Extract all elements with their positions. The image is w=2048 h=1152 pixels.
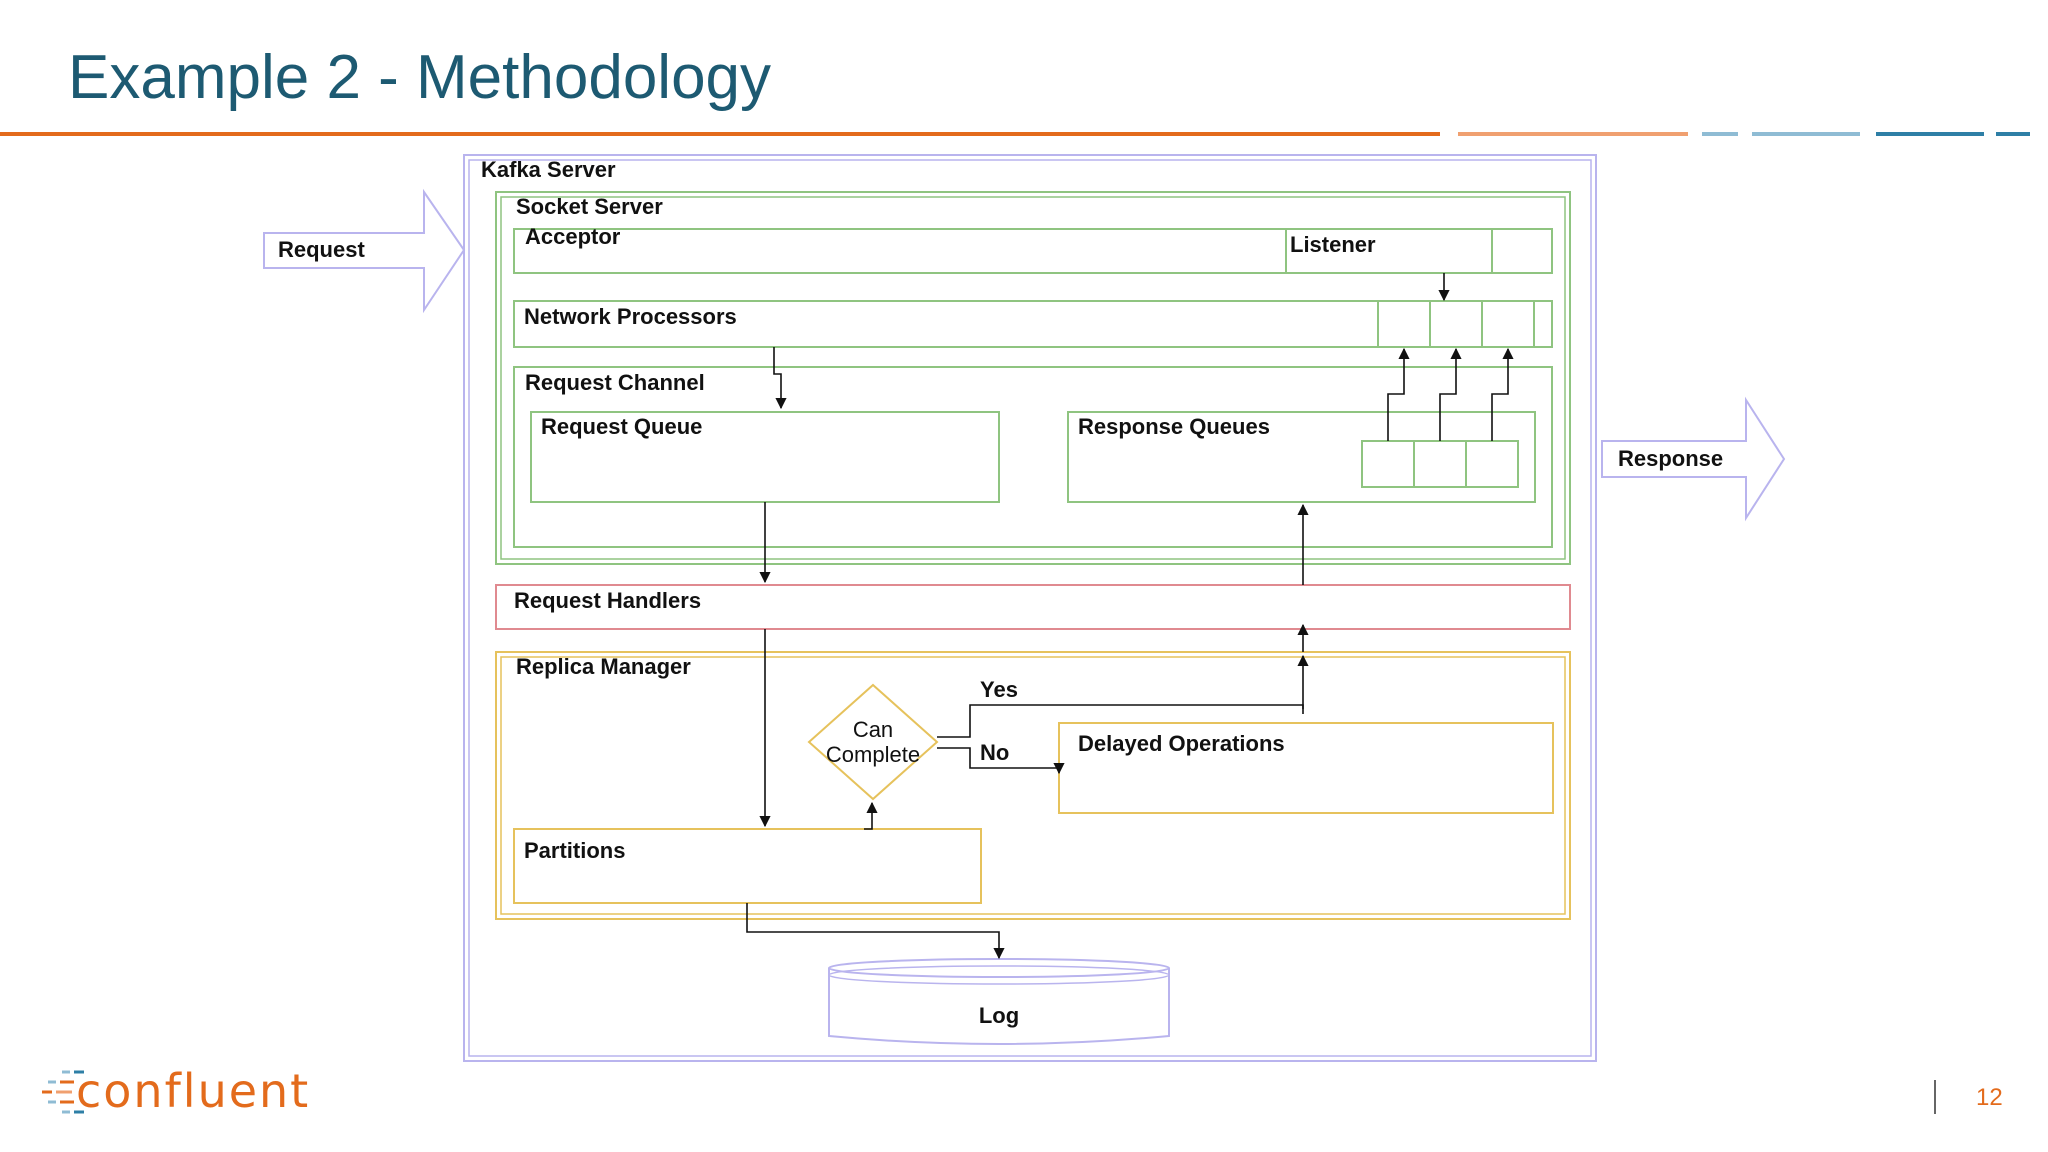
delayed-operations-box: Delayed Operations (1058, 722, 1554, 814)
socket-server-box: Socket Server (495, 191, 1571, 565)
request-handlers-label: Request Handlers (514, 588, 701, 613)
processor-cell (1429, 300, 1483, 348)
arrow-partitions-to-log (746, 903, 1005, 960)
log-cylinder: Log (828, 958, 1170, 1045)
arrow-response-to-processor (1387, 347, 1410, 441)
arrow-partitions-to-decision (864, 801, 878, 830)
confluent-logo-mark (42, 1070, 84, 1114)
network-processors-box: Network Processors (513, 300, 1553, 348)
network-processors-label: Network Processors (524, 304, 737, 329)
response-queue-cell (1413, 440, 1467, 488)
delayed-operations-label: Delayed Operations (1078, 731, 1285, 756)
request-label: Request (278, 237, 365, 262)
request-channel-box: Request Channel (513, 366, 1553, 548)
partitions-label: Partitions (524, 838, 625, 863)
replica-manager-label: Replica Manager (516, 654, 691, 679)
arrow-response-to-processor (1491, 347, 1514, 441)
yes-branch-line (937, 704, 1304, 738)
kafka-server-label: Kafka Server (481, 157, 616, 182)
request-arrow: Request (263, 188, 466, 314)
no-label: No (980, 740, 1009, 765)
request-queue-box: Request Queue (530, 411, 1000, 503)
socket-server-label: Socket Server (516, 194, 663, 219)
response-label: Response (1618, 446, 1723, 471)
processor-cell (1377, 300, 1431, 348)
arrow-no-to-delayed (937, 747, 1065, 775)
can-complete-decision: Can Complete (807, 683, 939, 801)
replica-manager-box: Replica Manager (495, 651, 1571, 920)
response-queues-label: Response Queues (1078, 414, 1270, 439)
yes-label: Yes (980, 677, 1018, 702)
acceptor-box: Acceptor (513, 224, 1553, 274)
listener-box: Listener (1285, 228, 1493, 274)
request-handlers-box: Request Handlers (495, 584, 1571, 630)
arrow-response-to-processor (1439, 347, 1462, 441)
page-number: 12 (1976, 1084, 2003, 1111)
response-queues-box: Response Queues (1067, 411, 1536, 503)
response-queue-cell (1465, 440, 1519, 488)
log-label: Log (979, 1003, 1019, 1028)
acceptor-label: Acceptor (525, 224, 621, 249)
kafka-server-box: Kafka Server (463, 154, 1597, 1062)
can-complete-line2: Complete (826, 742, 920, 767)
response-queue-cell (1361, 440, 1415, 488)
page-number-separator (1934, 1080, 1936, 1114)
listener-label: Listener (1290, 232, 1376, 257)
arrow-processors-to-request-queue (773, 347, 787, 410)
processor-cell (1481, 300, 1535, 348)
partitions-box: Partitions (513, 828, 982, 904)
can-complete-line1: Can (853, 717, 893, 742)
request-channel-label: Request Channel (525, 370, 705, 395)
slide-title: Example 2 - Methodology (68, 43, 772, 112)
response-arrow: Response (1601, 396, 1786, 522)
request-queue-label: Request Queue (541, 414, 702, 439)
connectors (746, 273, 1514, 960)
confluent-logo: confluent (76, 1064, 311, 1118)
